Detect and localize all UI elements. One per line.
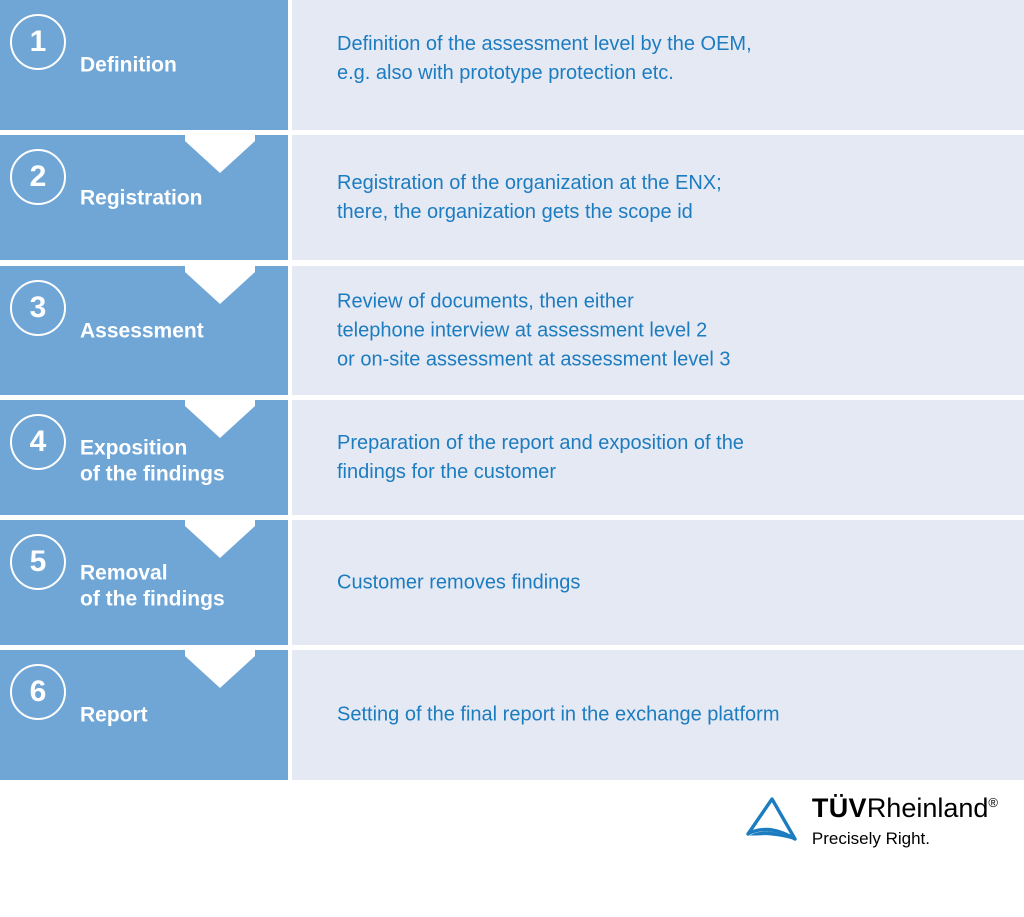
logo-text: TÜVRheinland® Precisely Right. <box>812 792 998 849</box>
process-diagram: 1 Definition Definition of the assessmen… <box>0 0 1024 780</box>
process-step-row: 6 Report Setting of the final report in … <box>0 650 1024 780</box>
registered-trademark-icon: ® <box>988 795 998 810</box>
process-step-row: 4 Exposition of the findings Preparation… <box>0 400 1024 515</box>
step-block-1: 1 Definition <box>0 0 288 130</box>
step-block-6: 6 Report <box>0 650 288 780</box>
step-description-panel-4: Preparation of the report and exposition… <box>292 400 1024 515</box>
logo-brand-bold: TÜV <box>811 793 867 823</box>
step-number-badge: 6 <box>10 664 66 720</box>
process-step-row: 3 Assessment Review of documents, then e… <box>0 266 1024 395</box>
logo-brand-regular: Rheinland <box>866 793 989 823</box>
process-step-row: 1 Definition Definition of the assessmen… <box>0 0 1024 130</box>
step-block-5: 5 Removal of the findings <box>0 520 288 645</box>
step-description: Registration of the organization at the … <box>337 171 722 223</box>
step-block-4: 4 Exposition of the findings <box>0 400 288 515</box>
step-description-panel-5: Customer removes findings <box>292 520 1024 645</box>
step-label: Exposition of the findings <box>80 435 225 486</box>
step-description: Preparation of the report and exposition… <box>337 431 744 483</box>
step-description: Review of documents, then either telepho… <box>337 290 731 370</box>
step-block-2: 2 Registration <box>0 135 288 260</box>
step-number-badge: 5 <box>10 534 66 590</box>
step-description: Setting of the final report in the excha… <box>337 703 780 726</box>
step-number-badge: 1 <box>10 14 66 70</box>
step-number-badge: 3 <box>10 280 66 336</box>
step-description-panel-6: Setting of the final report in the excha… <box>292 650 1024 780</box>
step-label: Removal of the findings <box>80 560 225 611</box>
step-label: Definition <box>80 53 177 77</box>
step-label: Assessment <box>80 319 204 343</box>
step-number-badge: 4 <box>10 414 66 470</box>
step-block-3: 3 Assessment <box>0 266 288 395</box>
tuv-rheinland-logo: TÜVRheinland® Precisely Right. <box>746 792 998 849</box>
process-step-row: 2 Registration Registration of the organ… <box>0 135 1024 260</box>
step-label: Report <box>80 703 148 727</box>
step-description-panel-1: Definition of the assessment level by th… <box>292 0 1024 130</box>
logo-wordmark: TÜVRheinland® <box>812 794 998 822</box>
step-description-panel-3: Review of documents, then either telepho… <box>292 266 1024 395</box>
tuv-triangle-icon <box>746 797 797 841</box>
step-description: Definition of the assessment level by th… <box>337 33 752 84</box>
step-label: Registration <box>80 186 203 210</box>
step-description: Customer removes findings <box>337 571 581 593</box>
process-step-row: 5 Removal of the findings Customer remov… <box>0 520 1024 645</box>
step-number-badge: 2 <box>10 149 66 205</box>
logo-tagline: Precisely Right. <box>811 829 931 849</box>
footer: TÜVRheinland® Precisely Right. <box>0 782 1024 917</box>
step-description-panel-2: Registration of the organization at the … <box>292 135 1024 260</box>
